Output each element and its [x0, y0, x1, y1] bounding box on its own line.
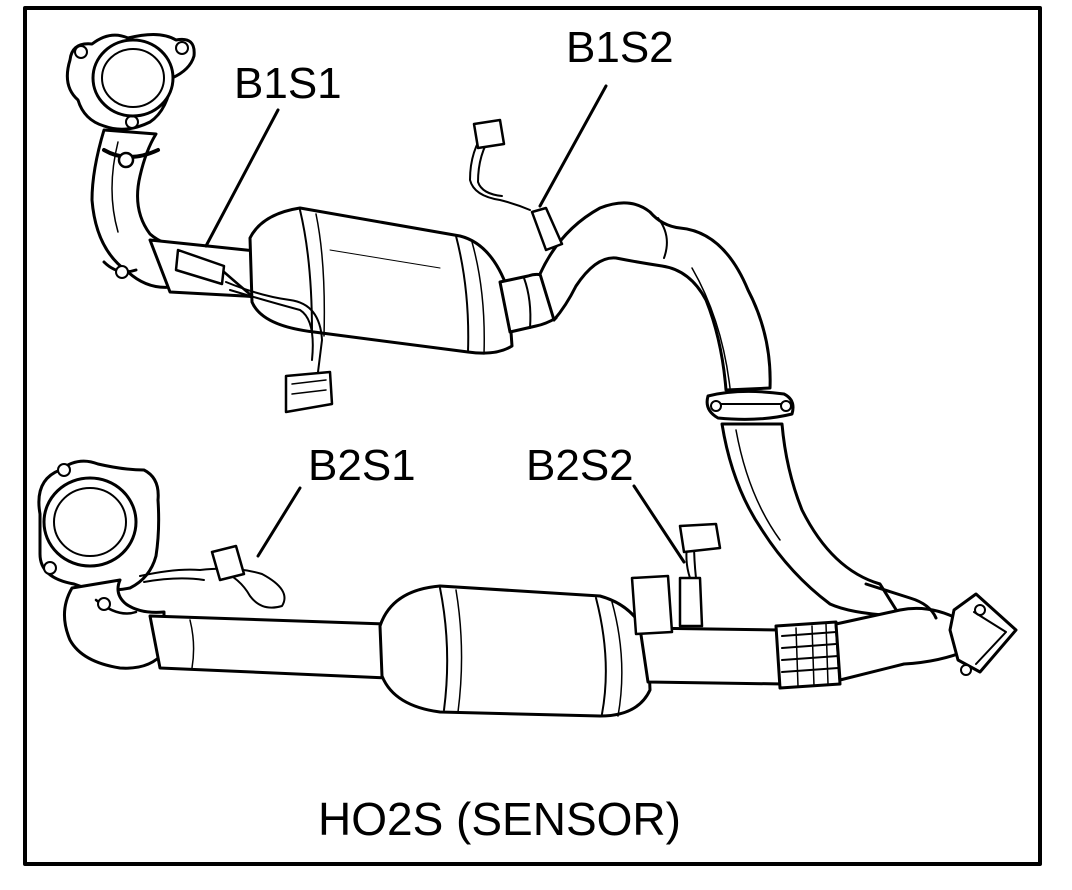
bank2-inlet-tube [148, 614, 390, 680]
border [23, 6, 1042, 866]
flex-pipe [774, 620, 842, 690]
bank2-catalytic-converter [378, 584, 652, 718]
label-b1s1: B1S1 [234, 59, 342, 108]
diagram-caption: HO2S (SENSOR) [318, 793, 681, 845]
rear-flange [948, 592, 1018, 676]
b1s2-leader [538, 84, 608, 208]
bank1-exhaust-assembly [65, 33, 902, 618]
b1s1-connector [284, 370, 334, 414]
b2s1-sensor [210, 544, 246, 582]
bank2-downpipe [63, 578, 166, 670]
bank1-manifold-flange [65, 33, 196, 131]
bank2-manifold-flange [37, 459, 161, 592]
bank2-exhaust-assembly [37, 459, 1018, 718]
b2s2-leader [632, 484, 686, 564]
label-b1s2: B1S2 [566, 23, 674, 72]
b2s1-leader [256, 486, 302, 558]
label-b2s2: B2S2 [526, 441, 634, 490]
b1s1-leader [204, 108, 280, 248]
bank1-sensor-wiring [225, 129, 531, 373]
b1s2-connector [472, 118, 506, 150]
b2s2-connector [678, 522, 722, 554]
bank1-outlet-pipe [538, 201, 772, 392]
leader-lines [204, 84, 686, 564]
label-b2s1: B2S1 [308, 441, 416, 490]
